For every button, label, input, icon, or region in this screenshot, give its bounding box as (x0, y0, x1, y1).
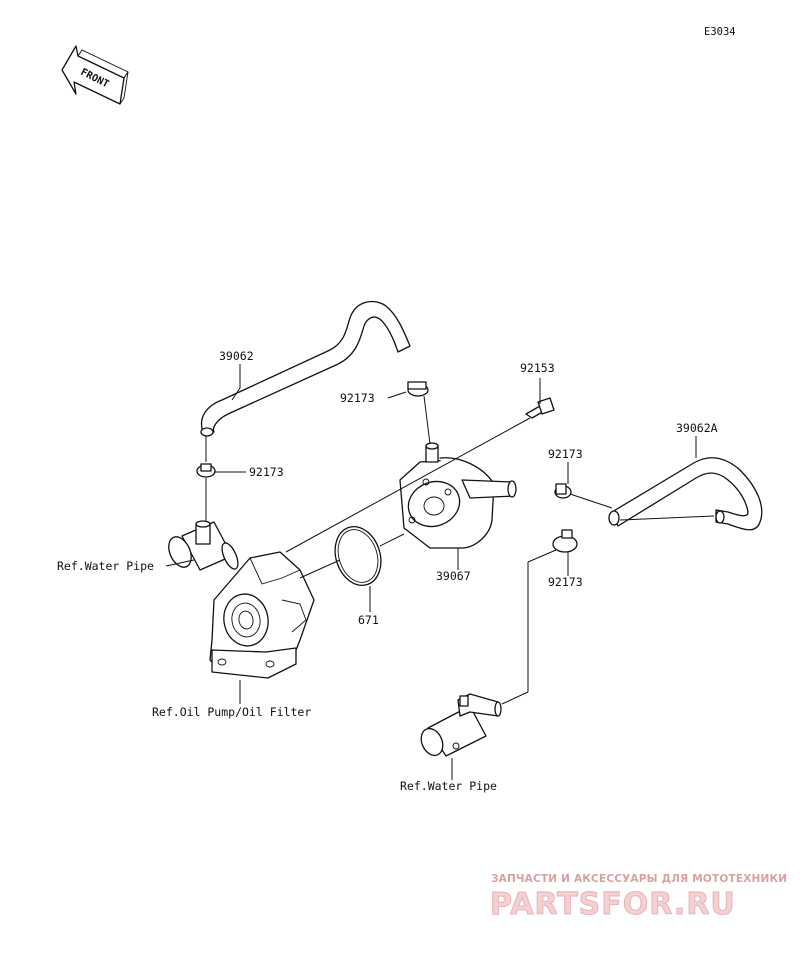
label-ref-water-pipe-left: Ref.Water Pipe (57, 559, 154, 573)
front-arrow-icon: FRONT (61, 45, 129, 105)
label-92173-c: 92173 (548, 447, 583, 461)
hose-39062 (200, 300, 411, 437)
label-39062: 39062 (219, 349, 254, 363)
label-ref-oil-pump-oil-filter: Ref.Oil Pump/Oil Filter (152, 705, 311, 719)
oring-671 (334, 526, 382, 586)
bolt-92153 (525, 397, 555, 419)
label-92173-b: 92173 (340, 391, 375, 405)
label-92173-a: 92173 (249, 465, 284, 479)
label-92173-d: 92173 (548, 575, 583, 589)
label-671: 671 (358, 613, 379, 627)
oil-pump-oil-filter-housing (209, 551, 315, 679)
ref-water-pipe-left (168, 520, 239, 571)
clamp-92173-d (552, 529, 578, 553)
label-92153: 92153 (520, 361, 555, 375)
watermark-tagline: ЗАПЧАСТИ И АКСЕССУАРЫ ДЛЯ МОТОТЕХНИКИ (491, 873, 787, 885)
diagram-code: E3034 (704, 26, 736, 38)
label-ref-water-pipe-bottom: Ref.Water Pipe (400, 779, 497, 793)
oil-cooler-39067 (399, 442, 517, 549)
leader-lines (165, 364, 715, 780)
hose-39062A (608, 457, 763, 531)
clamp-92173-a (196, 463, 216, 478)
clamp-92173-c (554, 483, 572, 499)
label-39067: 39067 (436, 569, 471, 583)
ref-water-pipe-bottom (420, 693, 502, 757)
label-39062A: 39062A (676, 421, 718, 435)
clamp-92173-b (407, 381, 429, 397)
watermark-brand: PARTSFOR.RU (490, 887, 736, 922)
